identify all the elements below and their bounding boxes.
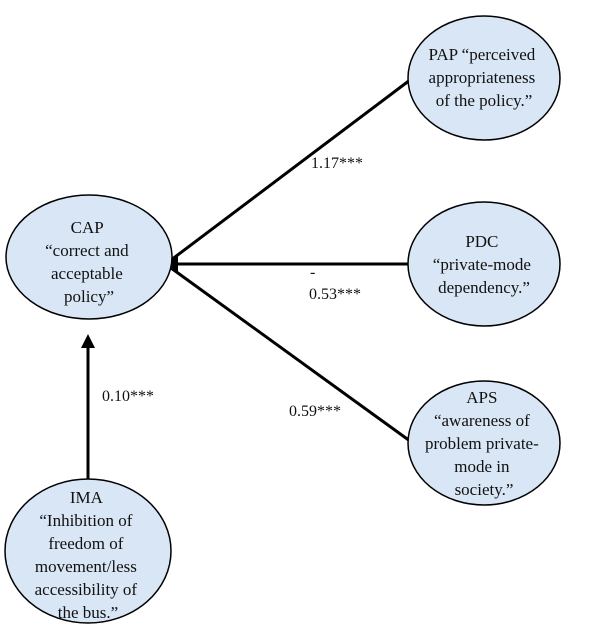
node-pdc-label: PDC “private-mode dependency.” bbox=[433, 232, 535, 297]
edge-label-ima-cap: 0.10*** bbox=[102, 388, 154, 405]
node-pap-ellipse bbox=[407, 15, 561, 141]
node-ima: IMA “Inhibition of freedom of movement/l… bbox=[4, 478, 172, 624]
node-pap-label: PAP “perceived appropriateness of the po… bbox=[428, 45, 539, 110]
node-cap-label: CAP “correct and acceptable policy” bbox=[45, 218, 133, 306]
node-cap-ellipse bbox=[5, 194, 173, 320]
node-pdc: PDC “private-mode dependency.” bbox=[407, 201, 561, 327]
node-ima-ellipse bbox=[4, 478, 172, 624]
arrowhead-cap-bottom bbox=[81, 334, 95, 348]
node-aps-ellipse bbox=[407, 380, 561, 506]
edge-aps-to-cap bbox=[170, 266, 411, 443]
node-aps-label: APS “awareness of problem private- mode … bbox=[425, 388, 543, 499]
node-ima-label: IMA “Inhibition of freedom of movement/l… bbox=[35, 488, 142, 622]
node-pdc-ellipse bbox=[407, 201, 561, 327]
edges bbox=[81, 78, 411, 480]
edge-label-pdc-cap: - 0.53*** bbox=[309, 264, 361, 303]
edge-label-aps-cap: 0.59*** bbox=[289, 403, 341, 420]
node-aps: APS “awareness of problem private- mode … bbox=[407, 380, 561, 506]
node-pap: PAP “perceived appropriateness of the po… bbox=[407, 15, 561, 141]
edge-label-pap-cap: 1.17*** bbox=[311, 155, 363, 172]
node-cap: CAP “correct and acceptable policy” bbox=[5, 194, 173, 320]
edge-pap-to-cap bbox=[170, 78, 411, 262]
